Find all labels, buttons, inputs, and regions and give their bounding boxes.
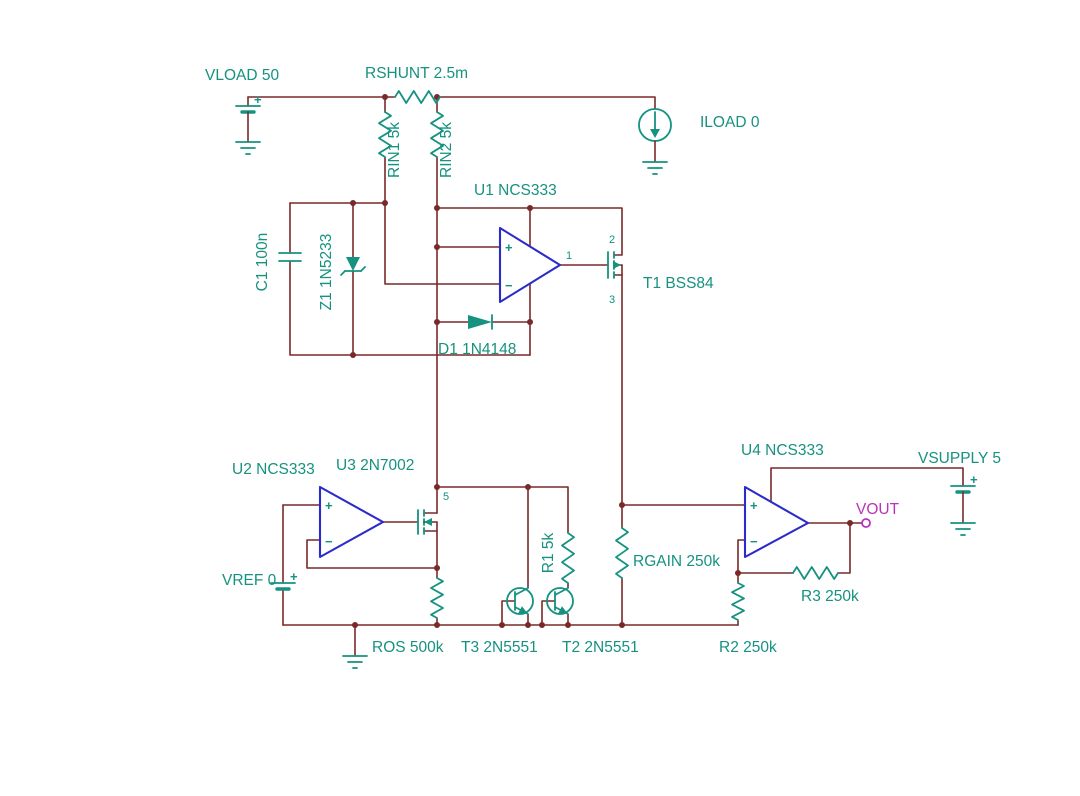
z1-label: Z1 1N5233 xyxy=(318,234,335,311)
u1-output-pin-number: 1 xyxy=(566,250,572,262)
r3-label: R3 250k xyxy=(801,588,859,605)
component-r3[interactable]: R3 250k xyxy=(792,566,859,605)
component-u3[interactable]: 5 U3 2N7002 xyxy=(336,457,449,535)
rin2-label: RIN2 5k xyxy=(438,122,455,178)
junction-dots xyxy=(350,94,853,628)
u4-label: U4 NCS333 xyxy=(741,442,824,459)
u2-plus-input-sign: + xyxy=(325,498,333,513)
component-u4[interactable]: + − U4 NCS333 xyxy=(741,442,824,559)
rshunt-label: RSHUNT 2.5m xyxy=(365,65,468,82)
vload-label: VLOAD 50 xyxy=(205,67,279,84)
wire-network[interactable] xyxy=(247,96,964,657)
rgain-label: RGAIN 250k xyxy=(633,553,720,570)
u2-label: U2 NCS333 xyxy=(232,461,315,478)
u3-pin-number: 5 xyxy=(443,491,449,503)
u2-minus-input-sign: − xyxy=(325,534,333,549)
u4-minus-input-sign: − xyxy=(750,534,758,549)
component-r2[interactable]: R2 250k xyxy=(719,582,777,656)
vload-plus-sign: + xyxy=(254,92,262,107)
u1-plus-input-sign: + xyxy=(505,240,513,255)
component-u2[interactable]: + − U2 NCS333 xyxy=(232,461,385,559)
t1-pin-top-number: 2 xyxy=(609,234,615,246)
component-vload[interactable]: + VLOAD 50 xyxy=(205,67,279,155)
u1-minus-input-sign: − xyxy=(505,278,513,293)
vsupply-label: VSUPPLY 5 xyxy=(918,450,1001,467)
ground-icon xyxy=(950,522,976,536)
vout-label: VOUT xyxy=(856,501,900,518)
t1-pin-bottom-number: 3 xyxy=(609,294,615,306)
component-iload[interactable]: ILOAD 0 xyxy=(638,108,760,175)
vsupply-plus-sign: + xyxy=(970,472,978,487)
component-vref[interactable]: + VREF 0 xyxy=(222,569,298,591)
component-rin2[interactable]: RIN2 5k xyxy=(430,111,455,178)
t1-label: T1 BSS84 xyxy=(643,275,714,292)
u1-label: U1 NCS333 xyxy=(474,182,557,199)
r2-label: R2 250k xyxy=(719,639,777,656)
component-ros[interactable]: ROS 500k xyxy=(372,577,444,656)
t3-label: T3 2N5551 xyxy=(461,639,538,656)
ground-symbol-bottom[interactable] xyxy=(342,655,368,669)
vref-plus-sign: + xyxy=(290,569,298,584)
ground-icon xyxy=(235,141,261,155)
rin1-label: RIN1 5k xyxy=(386,122,403,178)
t2-label: T2 2N5551 xyxy=(562,639,639,656)
component-vsupply[interactable]: + VSUPPLY 5 xyxy=(918,450,1001,536)
r1-label: R1 5k xyxy=(540,533,557,574)
component-rin1[interactable]: RIN1 5k xyxy=(378,111,403,178)
vout-output-pin[interactable]: VOUT xyxy=(856,501,900,528)
component-u1[interactable]: + − 1 U1 NCS333 xyxy=(474,182,572,304)
component-z1[interactable]: Z1 1N5233 xyxy=(318,234,366,311)
ros-label: ROS 500k xyxy=(372,639,444,656)
component-r1[interactable]: R1 5k xyxy=(540,532,575,584)
component-d1[interactable]: D1 1N4148 xyxy=(438,314,516,358)
component-c1[interactable]: C1 100n xyxy=(254,233,302,292)
vref-label: VREF 0 xyxy=(222,572,277,589)
component-rgain[interactable]: RGAIN 250k xyxy=(615,527,720,579)
component-t2[interactable]: T2 2N5551 xyxy=(546,587,639,656)
component-t3[interactable]: T3 2N5551 xyxy=(461,587,538,656)
u3-label: U3 2N7002 xyxy=(336,457,414,474)
component-t1[interactable]: 2 3 T1 BSS84 xyxy=(607,234,714,306)
d1-label: D1 1N4148 xyxy=(438,341,516,358)
component-rshunt[interactable]: RSHUNT 2.5m xyxy=(365,65,468,104)
c1-label: C1 100n xyxy=(254,233,271,292)
u4-plus-input-sign: + xyxy=(750,498,758,513)
ground-icon xyxy=(642,161,668,175)
iload-label: ILOAD 0 xyxy=(700,114,760,131)
